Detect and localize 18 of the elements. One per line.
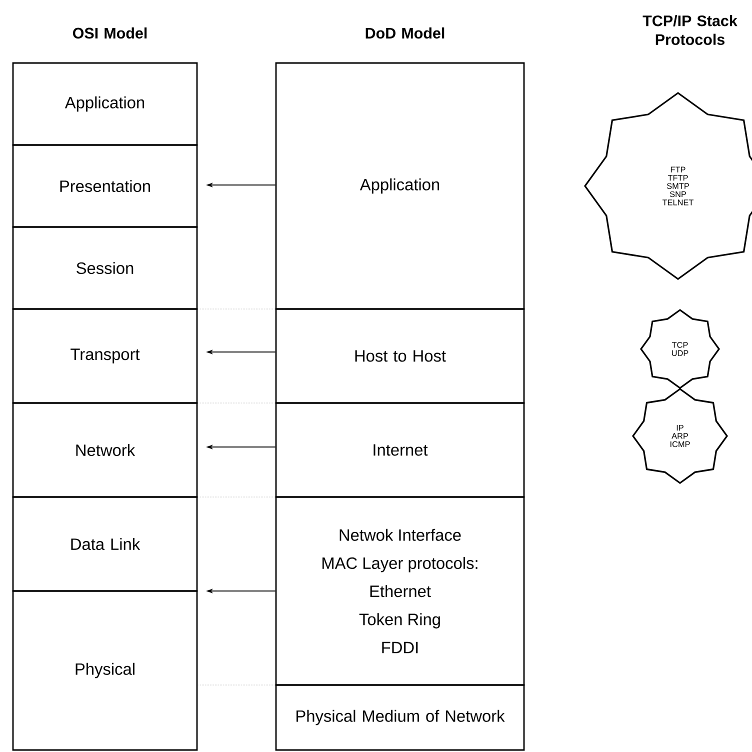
column-heading: OSI Model <box>72 27 147 39</box>
layer-box: Host to Host <box>275 308 525 404</box>
column-heading: TCP/IP Stack Protocols <box>642 15 738 45</box>
layer-box: Netwok Interface MAC Layer protocols: Ethernet Token Ring FDDI <box>275 496 525 686</box>
layer-box: Network <box>12 402 198 498</box>
protocol-star: IP ARP ICMP <box>632 388 728 484</box>
layer-box: Transport <box>12 308 198 404</box>
layer-box: Data Link <box>12 496 198 592</box>
layer-box: Physical <box>12 590 198 751</box>
layer-box: Internet <box>275 402 525 498</box>
layer-box: Presentation <box>12 144 198 228</box>
column-heading: DoD Model <box>366 27 444 39</box>
layer-box: Session <box>12 226 198 310</box>
layer-box: Application <box>12 62 198 146</box>
protocol-star: TCP UDP <box>640 309 720 390</box>
protocol-star: FTP TFTP SMTP SNP TELNET <box>584 92 752 280</box>
layer-box: Physical Medium of Network <box>275 684 525 751</box>
layer-box: Application <box>275 62 525 310</box>
